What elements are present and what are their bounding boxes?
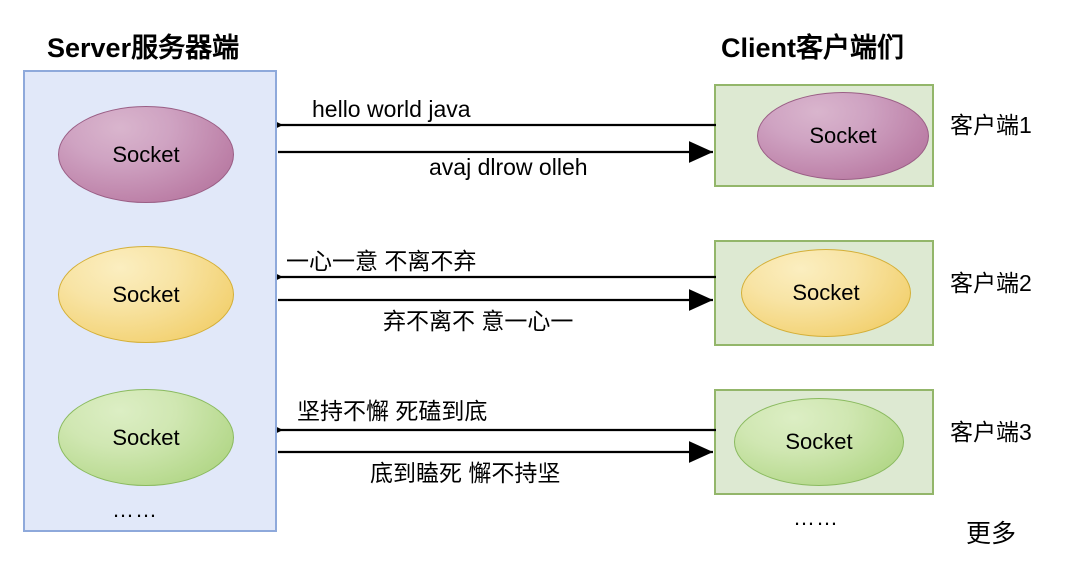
server-socket-3: Socket [58,389,234,486]
connection-group-3: 坚持不懈 死磕到底 底到瞌死 懈不持坚 [277,392,718,486]
client-name-2: 客户端2 [950,270,1032,296]
connection-1-request-label: hello world java [312,96,471,122]
connection-group-1: hello world java avaj dlrow olleh [277,96,718,186]
connection-1-response-label: avaj dlrow olleh [429,154,588,180]
client-title: Client客户端们 [721,33,905,63]
server-socket-2: Socket [58,246,234,343]
client-name-1: 客户端1 [950,112,1032,138]
client-socket-1-label: Socket [809,123,877,148]
client-socket-2-label: Socket [792,280,860,305]
server-socket-3-label: Socket [112,424,180,450]
connection-2-request-label: 一心一意 不离不弃 [286,248,477,274]
client-socket-1: Socket [757,92,929,180]
connection-group-2: 一心一意 不离不弃 弃不离不 意一心一 [277,242,718,334]
connection-2-response-label: 弃不离不 意一心一 [383,308,574,334]
connection-3-request-label: 坚持不懈 死磕到底 [297,398,488,424]
connection-3-response-label: 底到瞌死 懈不持坚 [370,460,561,486]
client-ellipsis: …… [793,505,839,530]
client-more-label: 更多 [966,520,1017,548]
connection-2-arrows [277,266,716,311]
client-name-3: 客户端3 [950,419,1032,445]
client-socket-3: Socket [734,398,904,486]
server-socket-1: Socket [58,106,234,203]
connection-1-arrows [277,114,716,163]
server-socket-1-label: Socket [112,141,180,167]
server-socket-2-label: Socket [112,281,180,307]
connection-3-arrows [277,419,716,463]
server-ellipsis: …… [112,497,158,522]
server-title: Server服务器端 [47,33,240,63]
client-socket-3-label: Socket [785,429,853,454]
client-socket-2: Socket [741,249,911,337]
